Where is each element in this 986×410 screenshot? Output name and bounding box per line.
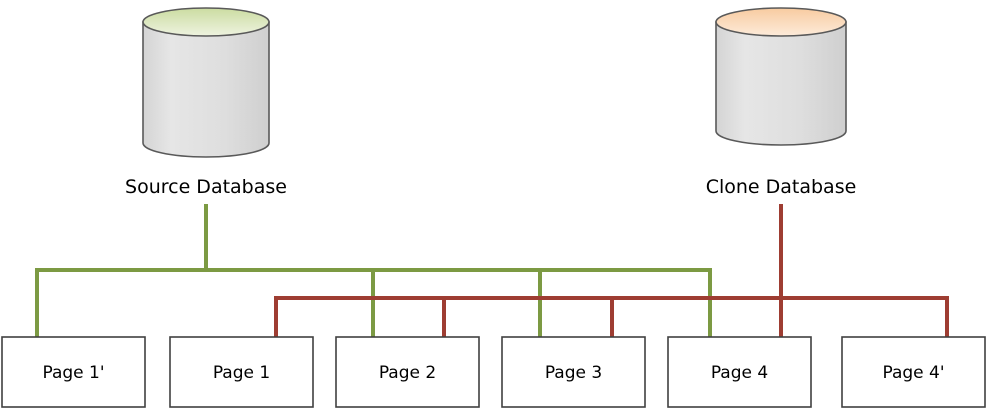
page-box-page-4[interactable]: Page 4 xyxy=(667,336,812,408)
source-connector-tree xyxy=(35,204,712,338)
page-box-label: Page 2 xyxy=(379,363,436,383)
source-database-cylinder[interactable] xyxy=(142,7,270,158)
clone-cylinder-body xyxy=(715,21,847,146)
page-box-group: Page 1' Page 1 Page 2 Page 3 Page 4 Page… xyxy=(1,336,986,408)
page-box-page-1-prime[interactable]: Page 1' xyxy=(1,336,146,408)
clone-cylinder-top xyxy=(715,7,847,37)
page-box-rect[interactable] xyxy=(501,336,646,408)
page-box-page-2[interactable]: Page 2 xyxy=(335,336,480,408)
page-box-rect[interactable] xyxy=(667,336,812,408)
page-box-rect[interactable] xyxy=(169,336,314,408)
page-box-page-4-prime[interactable]: Page 4' xyxy=(841,336,986,408)
page-box-rect[interactable] xyxy=(335,336,480,408)
source-cylinder-body xyxy=(142,21,270,158)
page-box-label: Page 3 xyxy=(545,363,602,383)
clone-connector-tree xyxy=(274,204,949,338)
clone-database-label: Clone Database xyxy=(706,176,857,198)
page-box-page-3[interactable]: Page 3 xyxy=(501,336,646,408)
page-box-rect[interactable] xyxy=(841,336,986,408)
page-box-label: Page 4' xyxy=(882,363,944,383)
source-cylinder-top xyxy=(142,7,270,37)
page-box-label: Page 1' xyxy=(42,363,104,383)
page-box-rect[interactable] xyxy=(1,336,146,408)
page-box-label: Page 4 xyxy=(711,363,768,383)
page-box-page-1[interactable]: Page 1 xyxy=(169,336,314,408)
source-database-label: Source Database xyxy=(125,176,287,198)
clone-database-cylinder[interactable] xyxy=(715,7,847,146)
page-box-label: Page 1 xyxy=(213,363,270,383)
